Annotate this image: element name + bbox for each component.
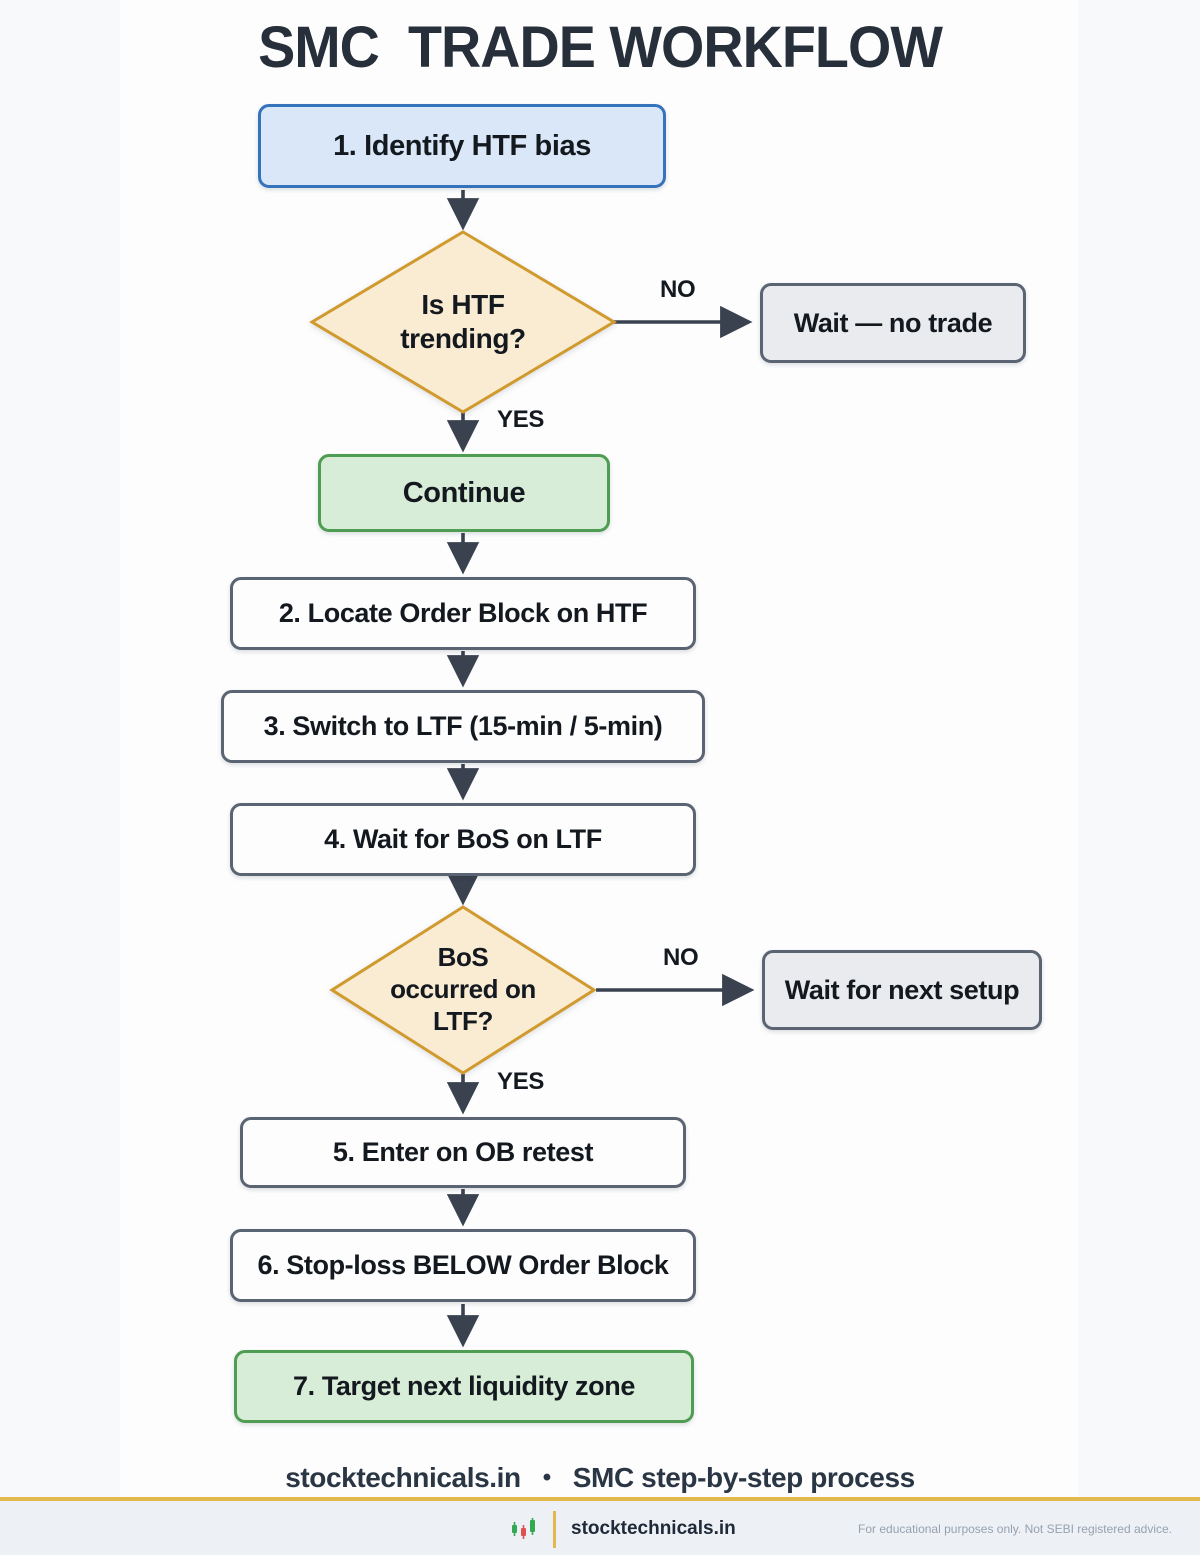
node-wait-no-trade: Wait — no trade [760,283,1026,363]
footer-bar [0,1501,1200,1555]
footer-separator-line [553,1511,556,1548]
decision-is-htf-trending: Is HTF trending? [308,228,618,416]
branch-label-no-1: NO [660,276,696,303]
decision2-label: BoS occurred on LTF? [390,942,536,1036]
node-step3-switch-to-ltf: 3. Switch to LTF (15-min / 5-min) [221,690,705,763]
diamond-shape-icon [309,230,617,414]
footer-caption-separator: • [542,1464,551,1491]
candlestick-logo-icon [512,1518,535,1539]
node-step3-label: 3. Switch to LTF (15-min / 5-min) [263,711,663,741]
diamond-shape-icon [329,905,597,1075]
decision1-label: Is HTF trending? [400,288,526,354]
footer-caption-text: SMC step-by-step process [572,1462,915,1493]
node-step2-locate-order-block: 2. Locate Order Block on HTF [230,577,696,650]
node-step5-enter-on-ob-retest: 5. Enter on OB retest [240,1117,686,1188]
node-step5-label: 5. Enter on OB retest [332,1137,594,1167]
footer-caption-site: stocktechnicals.in [285,1462,521,1493]
branch-label-yes-2: YES [497,1068,545,1095]
node-step1-label: 1. Identify HTF bias [333,129,591,162]
branch-label-yes-1: YES [497,406,545,433]
footer-caption: stocktechnicals.in • SMC step-by-step proc… [0,1462,1200,1494]
node-continue-label: Continue [402,476,526,509]
node-continue: Continue [318,454,610,532]
node-step2-label: 2. Locate Order Block on HTF [278,598,648,628]
node-wait-next-setup-label: Wait for next setup [784,974,1020,1005]
node-wait-for-next-setup: Wait for next setup [762,950,1042,1030]
node-step6-label: 6. Stop-loss BELOW Order Block [257,1250,669,1280]
node-step1-identify-htf-bias: 1. Identify HTF bias [258,104,666,188]
footer-disclaimer: For educational purposes only. Not SEBI … [858,1522,1172,1536]
gold-divider [0,1497,1200,1501]
node-step7-label: 7. Target next liquidity zone [293,1371,635,1401]
node-step4-label: 4. Wait for BoS on LTF [324,824,602,854]
decision-bos-occurred-on-ltf: BoS occurred on LTF? [328,903,598,1077]
node-step7-target-liquidity: 7. Target next liquidity zone [234,1350,694,1423]
node-wait-no-trade-label: Wait — no trade [793,307,993,338]
node-step6-stop-loss: 6. Stop-loss BELOW Order Block [230,1229,696,1302]
page-title: SMC TRADE WORKFLOW [258,15,943,80]
footer-brand: stocktechnicals.in [571,1518,736,1539]
branch-label-no-2: NO [663,944,699,971]
node-step4-wait-for-bos: 4. Wait for BoS on LTF [230,803,696,876]
